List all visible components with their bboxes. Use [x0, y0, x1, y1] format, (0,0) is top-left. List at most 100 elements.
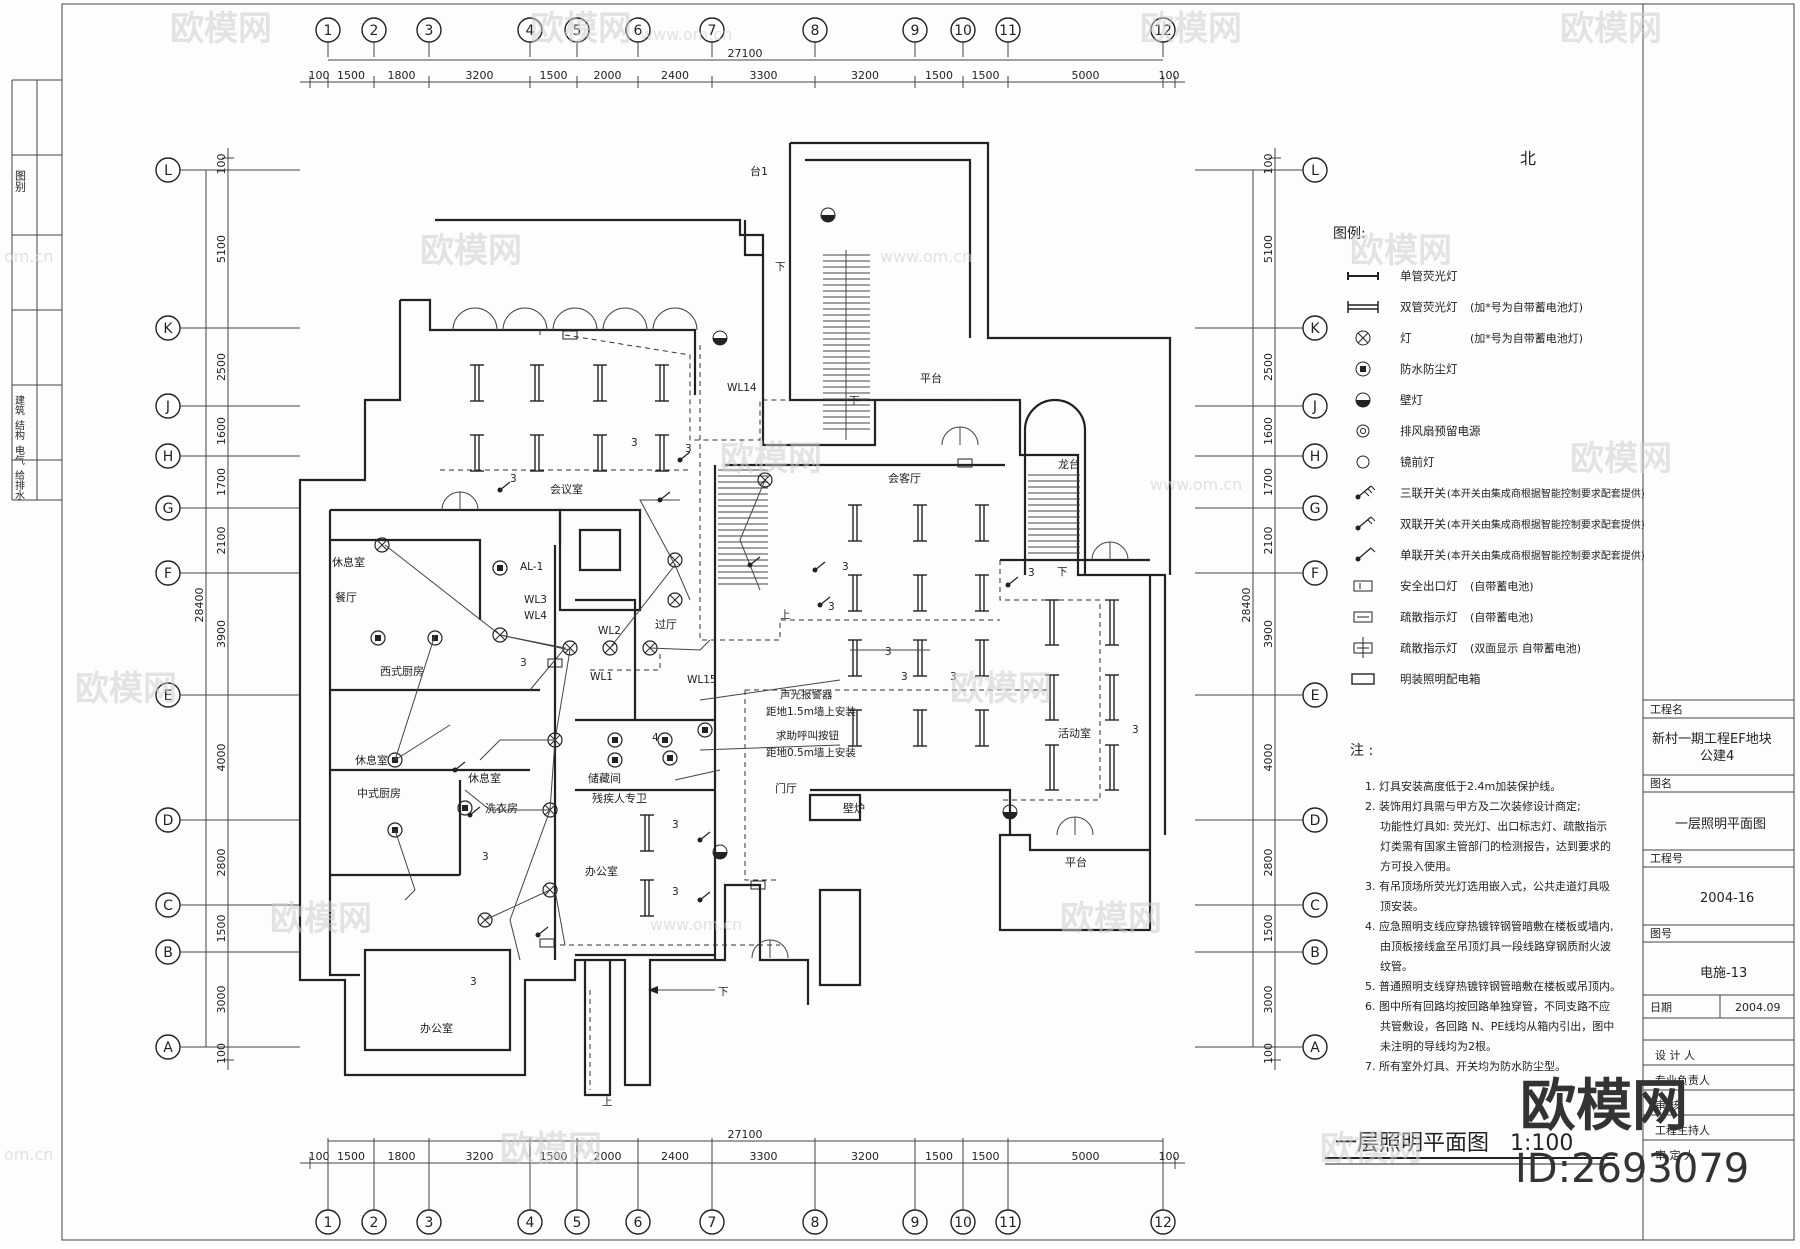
row-bubble: G	[163, 501, 174, 517]
outer-frame	[61, 3, 1795, 1241]
row-dim: 5100	[1262, 235, 1275, 263]
legend-label: 单联开关	[1400, 548, 1446, 562]
tb-date: 2004.09	[1735, 1001, 1781, 1014]
label-3d: 3	[842, 561, 849, 573]
col-dim: 1800	[388, 69, 416, 82]
column-bubble: 4	[526, 23, 535, 39]
row-bubble: C	[163, 898, 173, 914]
row-dim: 2100	[215, 527, 228, 555]
label-3n: 3	[482, 851, 489, 863]
tb-major: 专业负责人	[1655, 1073, 1710, 1087]
watermark-site: om.cn	[4, 247, 53, 266]
col-dim: 3200	[851, 1150, 879, 1163]
legend: 图例: 单管荧光灯双管荧光灯(加*号为自带蓄电池灯)灯(加*号为自带蓄电池灯)防…	[1333, 226, 1645, 686]
watermark-id: ID:2693079	[1515, 1146, 1749, 1192]
col-dim: 100	[309, 69, 330, 82]
tb-approver: 审 定 人	[1655, 1148, 1695, 1162]
triple-switch-icon	[1355, 485, 1376, 500]
legend-label: 壁灯	[1400, 393, 1423, 407]
row-bubble: L	[164, 163, 172, 179]
fluorescent-lamps	[470, 364, 1119, 917]
label-call2: 距地0.5m墙上安装	[766, 746, 856, 759]
room-activity: 活动室	[1058, 726, 1091, 740]
col-dim: 1500	[972, 1150, 1000, 1163]
col-total: 27100	[728, 1128, 763, 1141]
column-bubble: 6	[634, 1215, 643, 1231]
legend-title: 图例:	[1333, 226, 1366, 242]
row-dim: 3900	[1262, 620, 1275, 648]
column-bubble: 7	[708, 1215, 717, 1231]
row-bubble: E	[1311, 688, 1320, 704]
col-dim: 1500	[972, 69, 1000, 82]
column-bubble: 2	[370, 1215, 379, 1231]
exit-sign-icon	[1353, 580, 1373, 592]
legend-note: (加*号为自带蓄电池灯)	[1470, 332, 1583, 345]
column-bubble: 6	[634, 23, 643, 39]
row-dim: 1500	[215, 915, 228, 943]
note-line: 方可投入使用。	[1380, 859, 1457, 873]
watermark-brand: 欧模网	[720, 439, 822, 479]
column-bubble: 3	[425, 23, 434, 39]
row-total: 28400	[193, 588, 206, 623]
tb-date-header: 日期	[1650, 1001, 1672, 1014]
col-dim: 3200	[466, 69, 494, 82]
left-strip-item: 结构	[13, 419, 25, 441]
row-dim: 100	[215, 154, 228, 175]
room-labels: 会议室 会客厅 休息室 餐厅 西式厨房 休息室 休息室 中式厨房 洗衣房 过厅 …	[332, 164, 1091, 1035]
room-rest1: 休息室	[332, 555, 365, 569]
column-bubble: 9	[911, 1215, 920, 1231]
note-line: 由顶板接线盒至吊顶灯具一段线路穿钢质耐火波	[1380, 939, 1611, 953]
tb-host: 工程主持人	[1655, 1123, 1710, 1137]
row-dim: 2500	[215, 353, 228, 381]
column-bubble: 7	[708, 23, 717, 39]
col-dim: 1500	[925, 1150, 953, 1163]
note-line: 5. 普通照明支线穿热镀锌钢管暗敷在楼板或吊顶内。	[1365, 979, 1621, 993]
row-bubble: F	[1311, 566, 1319, 582]
exhaust-fan-icon	[1356, 424, 1370, 438]
title-block: 工程名 新村一期工程EF地块 公建4 图名 一层照明平面图 工程号 2004-1…	[1643, 699, 1794, 1162]
watermark-brand: 欧模网	[170, 9, 272, 49]
note-line: 4. 应急照明支线应穿热镀锌钢管暗敷在楼板或墙内,	[1365, 919, 1614, 933]
label-wl4: WL4	[524, 610, 547, 622]
row-bubble: F	[164, 566, 172, 582]
row-bubble: J	[165, 399, 170, 415]
col-dim: 100	[1159, 69, 1180, 82]
notes-title: 注 :	[1350, 743, 1373, 759]
label-wl1: WL1	[590, 671, 613, 683]
legend-label: 灯	[1400, 331, 1412, 345]
row-bubble: K	[163, 321, 173, 337]
row-bubble: D	[163, 813, 174, 829]
tb-number-header: 工程号	[1650, 852, 1683, 865]
stairs	[589, 250, 1080, 1090]
label-down1: 下	[849, 395, 860, 407]
waterproof-lamp-icon	[1355, 361, 1371, 377]
drawing-title: 一层照明平面图	[1335, 1131, 1489, 1156]
note-line: 1. 灯具安装高度低于2.4m加装保护线。	[1365, 779, 1561, 793]
row-dim: 1500	[1262, 915, 1275, 943]
lamp-icon	[1355, 330, 1371, 346]
column-bubble: 8	[811, 23, 820, 39]
row-bubble: L	[1311, 163, 1319, 179]
legend-note: (本开关由集成商根据智能控制要求配套提供)	[1447, 487, 1645, 500]
room-office2: 办公室	[420, 1021, 453, 1035]
legend-label: 单管荧光灯	[1400, 269, 1458, 283]
north-label: 北	[1520, 149, 1536, 168]
label-3e: 3	[828, 601, 835, 613]
wall-lamp-icon	[1355, 392, 1371, 408]
row-dim: 2800	[1262, 849, 1275, 877]
note-line: 6. 图中所有回路均按回路单独穿管，不同支路不应	[1365, 999, 1610, 1013]
label-down4: 下	[718, 986, 729, 998]
col-dim: 1500	[925, 69, 953, 82]
watermark-brand: 欧模网	[1350, 231, 1452, 271]
tb-project: 新村一期工程EF地块	[1652, 731, 1772, 747]
note-line: 功能性灯具如: 荧光灯、出口标志灯、疏散指示	[1380, 819, 1607, 833]
label-al1: AL-1	[520, 561, 543, 573]
watermark-brand: 欧模网	[950, 669, 1052, 709]
legend-label: 双管荧光灯	[1400, 300, 1458, 314]
row-dim: 100	[1262, 1043, 1275, 1064]
watermark-site: www.om.cn	[880, 247, 972, 266]
label-4a: 4	[652, 732, 659, 744]
room-foyer: 门厅	[775, 781, 797, 795]
doors	[441, 307, 1129, 959]
